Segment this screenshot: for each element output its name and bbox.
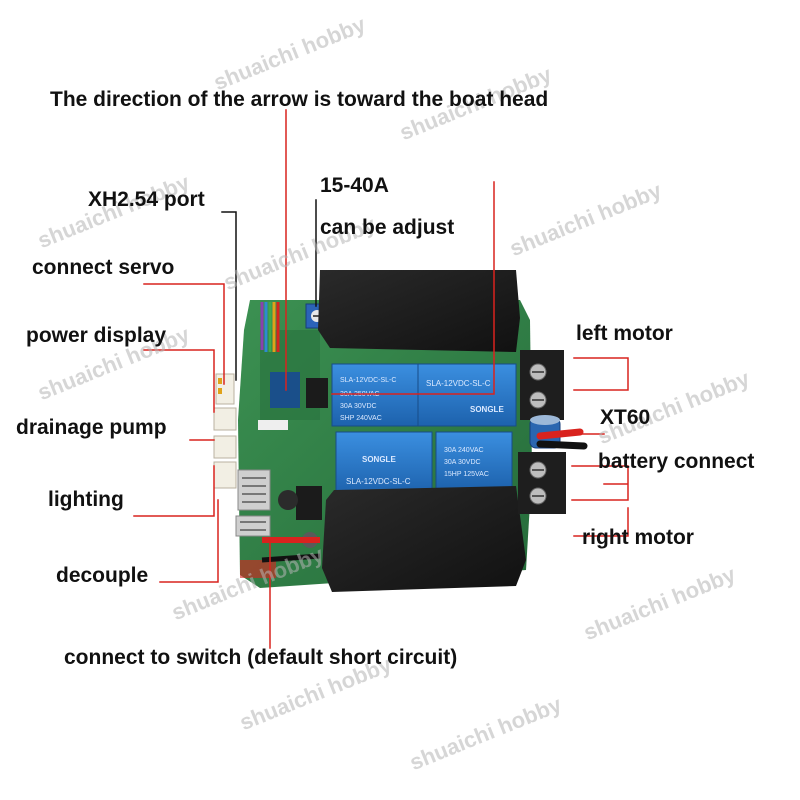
relay-top-right: SLA-12VDC-SL-C SONGLE (417, 363, 517, 427)
label-right-motor: right motor (582, 526, 694, 549)
chips (278, 378, 328, 548)
label-can-be-adjust: can be adjust (320, 216, 455, 239)
label-drainage-pump: drainage pump (16, 416, 167, 439)
label-connect-to-switch: connect to switch (default short circuit… (64, 646, 458, 669)
relay-br-text-2: 15HP 125VAC (444, 471, 489, 478)
wire-bundle (258, 302, 288, 430)
relay-tr-text-1: SONGLE (470, 405, 504, 414)
top-black-cover (318, 270, 520, 352)
label-battery-connect: battery connect (598, 450, 755, 473)
relay-bottom-right: 30A 240VAC 30A 30VDC 15HP 125VAC (435, 431, 513, 491)
label-decouple: decouple (56, 564, 149, 587)
label-arrow-direction: The direction of the arrow is toward the… (50, 88, 549, 111)
terminal-block-left-motor (520, 350, 564, 420)
label-left-motor: left motor (576, 322, 673, 345)
relay-bl-text-0: SONGLE (362, 455, 396, 464)
relay-br-text-0: 30A 240VAC (444, 447, 484, 454)
relay-tl-text-3: SHP 240VAC (340, 415, 382, 422)
relay-bl-text-1: SLA-12VDC-SL-C (346, 477, 411, 486)
heatsinks (235, 469, 271, 537)
label-xt60: XT60 (600, 406, 651, 429)
relay-br-text-1: 30A 30VDC (444, 459, 481, 466)
label-power-display: power display (26, 324, 167, 347)
switch-wires (261, 537, 321, 563)
relay-bottom-left: SONGLE SLA-12VDC-SL-C (335, 431, 433, 495)
relay-tr-text-0: SLA-12VDC-SL-C (426, 379, 491, 388)
relay-top-left: SLA-12VDC-SL-C 30A 250VAC 30A 30VDC SHP … (331, 363, 421, 427)
relay-tl-text-2: 30A 30VDC (340, 403, 377, 410)
label-xh254-port: XH2.54 port (88, 188, 205, 211)
label-current-range: 15-40A (320, 174, 389, 197)
label-connect-servo: connect servo (32, 256, 175, 279)
label-lighting: lighting (48, 488, 124, 511)
relay-tl-text-0: SLA-12VDC-SL-C (340, 377, 396, 384)
terminal-block-right-motor (518, 452, 566, 514)
bottom-black-cover (322, 486, 526, 592)
leader-lines (133, 109, 629, 649)
xh254-connectors (213, 373, 237, 489)
